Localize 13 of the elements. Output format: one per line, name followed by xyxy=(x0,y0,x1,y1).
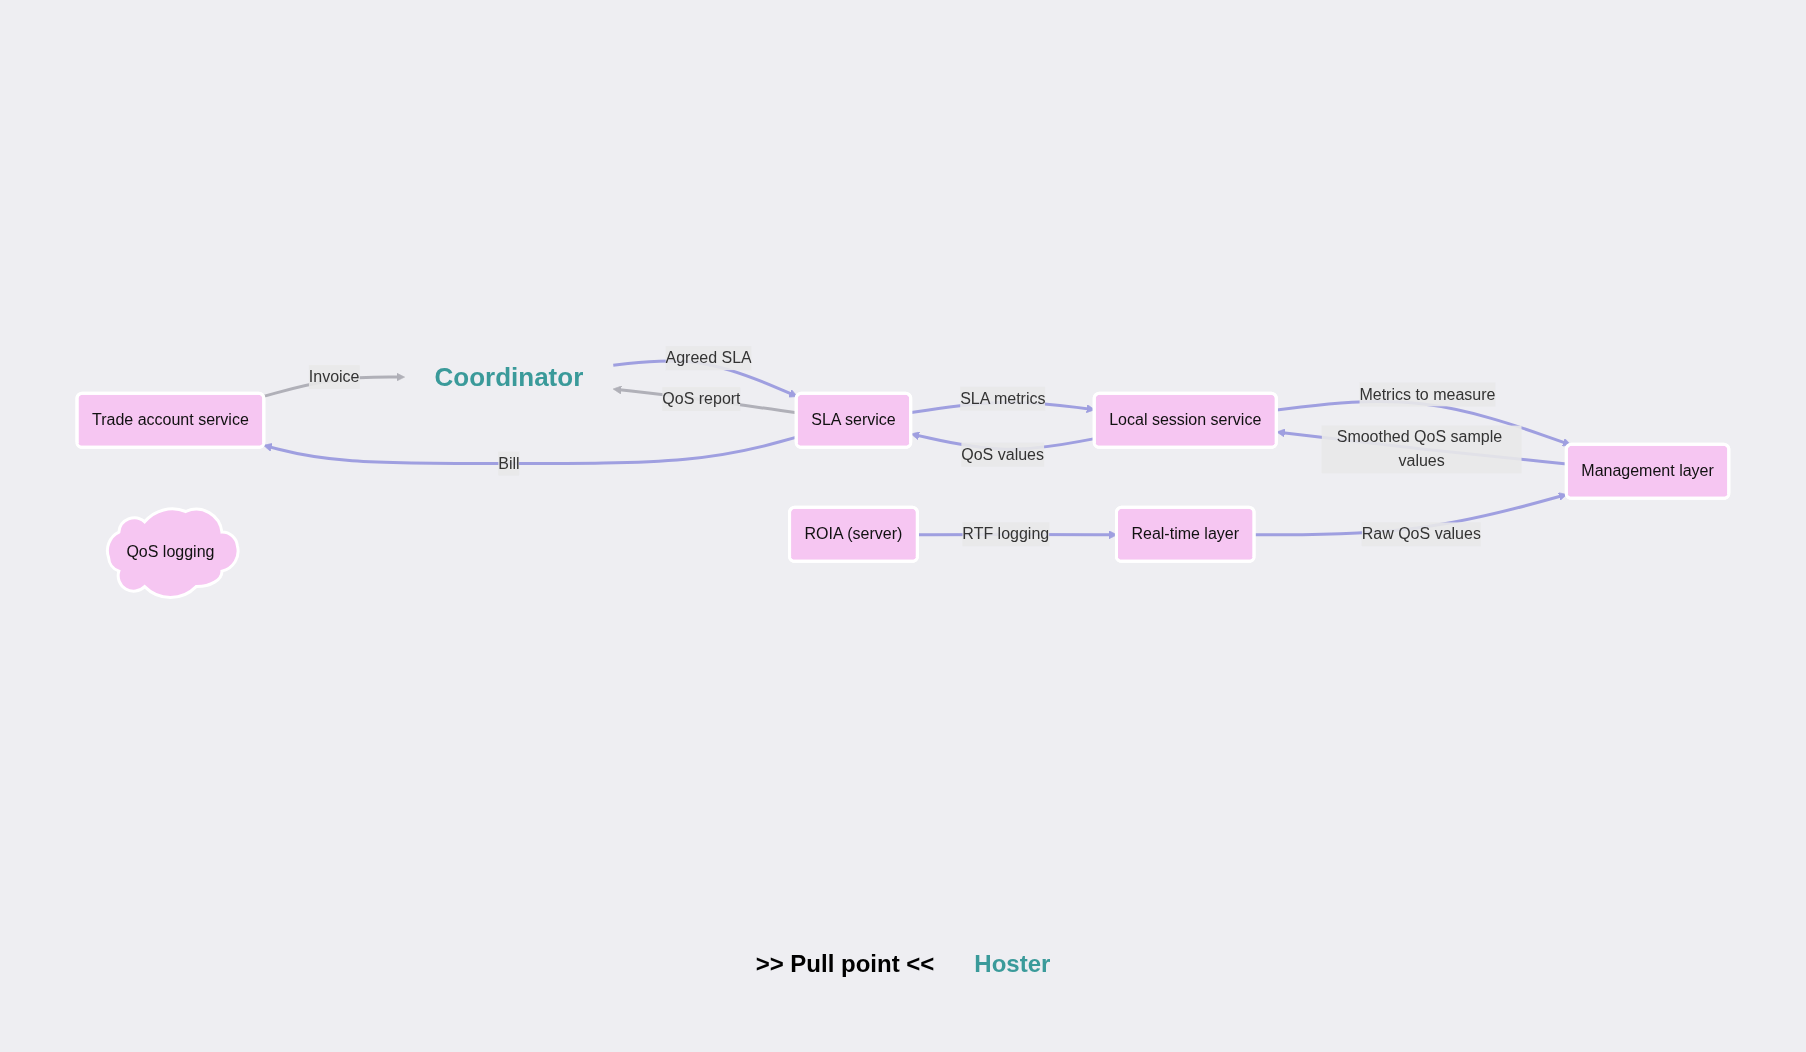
edge-label: Bill xyxy=(498,454,520,472)
edge-label: SLA metrics xyxy=(960,389,1046,407)
edge-label: QoS report xyxy=(662,390,741,408)
edge-label: Raw QoS values xyxy=(1361,525,1481,543)
edge-label: Smoothed QoS sample values xyxy=(1336,428,1503,470)
node-text: Coordinator xyxy=(434,361,584,392)
edge-label: Metrics to measure xyxy=(1359,385,1496,403)
label-text: Hoster xyxy=(974,950,1051,978)
edge-label: QoS values xyxy=(961,445,1045,463)
edge-label: Agreed SLA xyxy=(665,349,752,367)
label-text: >> Pull point << xyxy=(755,950,935,978)
edge-label: RTF logging xyxy=(962,525,1050,543)
edge-label: Invoice xyxy=(308,368,360,386)
